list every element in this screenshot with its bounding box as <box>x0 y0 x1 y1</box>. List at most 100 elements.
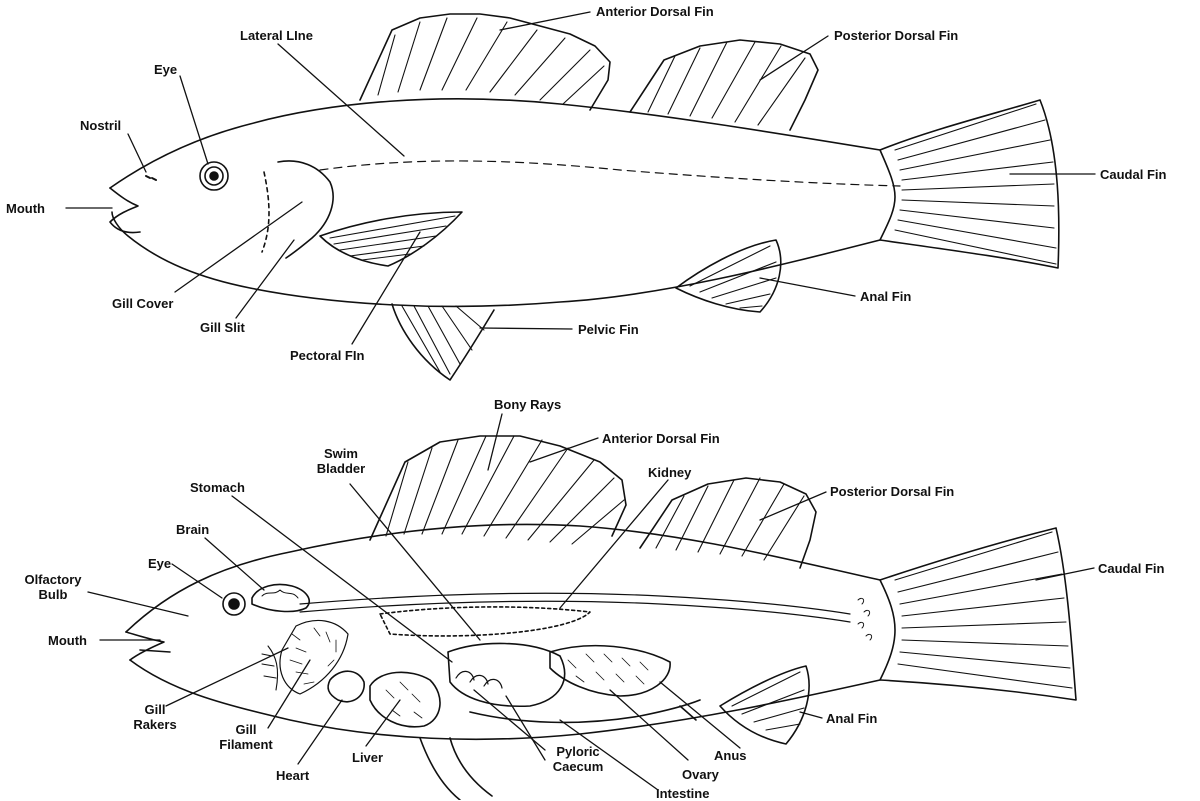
ext-eye-mid <box>204 166 224 186</box>
int-vertebral-column <box>299 592 851 615</box>
label-int-posterior-dorsal-fin: Posterior Dorsal Fin <box>830 484 955 499</box>
label-int-bony-rays: Bony Rays <box>494 397 562 412</box>
ext-caudal-rays <box>894 103 1057 265</box>
int-leader-lines <box>87 413 1095 791</box>
label-int-eye: Eye <box>148 556 172 571</box>
label-int-gill-filament-line1: Gill <box>235 722 257 737</box>
ext-eye-pupil <box>209 171 219 181</box>
int-brain-folds <box>261 589 299 599</box>
int-gill-rakers <box>261 645 279 691</box>
int-brain <box>251 583 310 613</box>
ext-leader-lines <box>65 11 1096 345</box>
int-caudal-rays <box>894 531 1073 689</box>
label-int-caudal-fin: Caudal Fin <box>1098 561 1165 576</box>
int-anus <box>679 705 697 721</box>
label-int-pyloric-caecum: Pyloric Caecum <box>538 744 618 774</box>
label-int-olfactory-bulb-line2: Bulb <box>38 587 68 602</box>
int-ovary-texture <box>567 653 649 685</box>
label-int-swim-bladder-line2: Bladder <box>316 461 366 476</box>
label-ext-pectoral-fin: Pectoral FIn <box>290 348 365 363</box>
ext-nostril <box>145 175 157 181</box>
ext-mouth <box>109 187 141 234</box>
label-ext-nostril: Nostril <box>80 118 122 133</box>
int-gill-filament-texture <box>289 627 337 685</box>
int-pyloric-caecum <box>455 670 503 689</box>
label-int-heart: Heart <box>276 768 310 783</box>
int-liver <box>369 671 441 728</box>
label-ext-eye: Eye <box>154 62 178 77</box>
label-int-olfactory-bulb-line1: Olfactory <box>24 572 82 587</box>
ext-posterior-dorsal-fin <box>629 39 819 131</box>
ext-pectoral-fin <box>319 211 463 267</box>
int-anterior-dorsal-fin <box>369 435 627 541</box>
label-int-pyloric-caecum-line1: Pyloric <box>556 744 600 759</box>
int-posterior-dorsal-rays <box>655 477 805 561</box>
int-caudal-fin <box>879 527 1077 701</box>
label-ext-caudal-fin: Caudal Fin <box>1100 167 1167 182</box>
int-eye-outer <box>222 592 246 616</box>
int-gill-filament <box>279 619 349 695</box>
label-int-gill-filament-line2: Filament <box>219 737 273 752</box>
ext-body-outline <box>109 98 896 308</box>
label-int-brain: Brain <box>176 522 210 537</box>
label-ext-lateral-line: Lateral LIne <box>240 28 313 43</box>
label-int-mouth: Mouth <box>48 633 87 648</box>
label-int-gill-rakers-line2: Rakers <box>133 717 177 732</box>
int-liver-texture <box>385 681 423 719</box>
label-int-gill-filament: Gill Filament <box>206 722 286 752</box>
label-ext-mouth: Mouth <box>6 201 45 216</box>
label-ext-gill-cover: Gill Cover <box>112 296 174 311</box>
label-int-intestine: Intestine <box>656 786 710 801</box>
label-int-pyloric-caecum-line2: Caecum <box>552 759 604 774</box>
ext-pelvic-rays <box>401 305 485 375</box>
int-ovary <box>549 644 671 697</box>
label-int-ovary: Ovary <box>682 767 719 782</box>
label-int-olfactory-bulb: Olfactory Bulb <box>18 572 88 602</box>
label-ext-anal-fin: Anal Fin <box>860 289 912 304</box>
label-int-anal-fin: Anal Fin <box>826 711 878 726</box>
ext-pelvic-fin <box>391 303 495 381</box>
int-pelvic-fin <box>419 737 493 800</box>
int-eye-pupil <box>228 598 240 610</box>
ext-gill-slit <box>261 171 270 253</box>
int-stomach <box>447 642 566 708</box>
ext-anal-fin <box>675 239 782 313</box>
ext-posterior-dorsal-rays <box>647 41 806 126</box>
ext-anterior-dorsal-rays <box>377 17 605 105</box>
ext-caudal-fin <box>879 99 1060 269</box>
int-swim-bladder <box>379 606 591 637</box>
int-anal-rays <box>731 671 805 731</box>
label-int-swim-bladder-line1: Swim <box>324 446 358 461</box>
ext-anal-rays <box>689 245 777 309</box>
int-posterior-dorsal-fin <box>639 477 817 569</box>
label-ext-posterior-dorsal-fin: Posterior Dorsal Fin <box>834 28 959 43</box>
ext-eye-outer <box>199 161 229 191</box>
external-fish <box>65 11 1096 381</box>
label-int-gill-rakers: Gill Rakers <box>120 702 190 732</box>
label-int-kidney: Kidney <box>648 465 692 480</box>
label-int-swim-bladder: Swim Bladder <box>306 446 376 476</box>
ext-lateral-line <box>319 160 901 187</box>
ext-gill-cover <box>277 160 334 259</box>
label-int-liver: Liver <box>352 750 384 765</box>
label-ext-gill-slit: Gill Slit <box>200 320 245 335</box>
label-int-stomach: Stomach <box>190 480 245 495</box>
int-body-outline <box>125 523 896 741</box>
int-anterior-dorsal-rays <box>385 435 625 545</box>
int-vertebral-column-lower <box>299 600 851 623</box>
label-int-anterior-dorsal-fin: Anterior Dorsal Fin <box>602 431 720 446</box>
ext-anterior-dorsal-fin <box>359 13 611 111</box>
label-int-gill-rakers-line1: Gill <box>144 702 166 717</box>
label-ext-anterior-dorsal-fin: Anterior Dorsal Fin <box>596 4 714 19</box>
int-tail-scales <box>857 597 873 641</box>
int-mouth <box>125 631 171 661</box>
label-ext-pelvic-fin: Pelvic Fin <box>578 322 639 337</box>
int-anal-fin <box>719 665 810 745</box>
internal-fish <box>87 413 1095 800</box>
int-intestine <box>469 699 701 724</box>
label-int-anus: Anus <box>714 748 747 763</box>
ext-pectoral-rays <box>329 215 456 261</box>
int-heart <box>327 670 365 703</box>
